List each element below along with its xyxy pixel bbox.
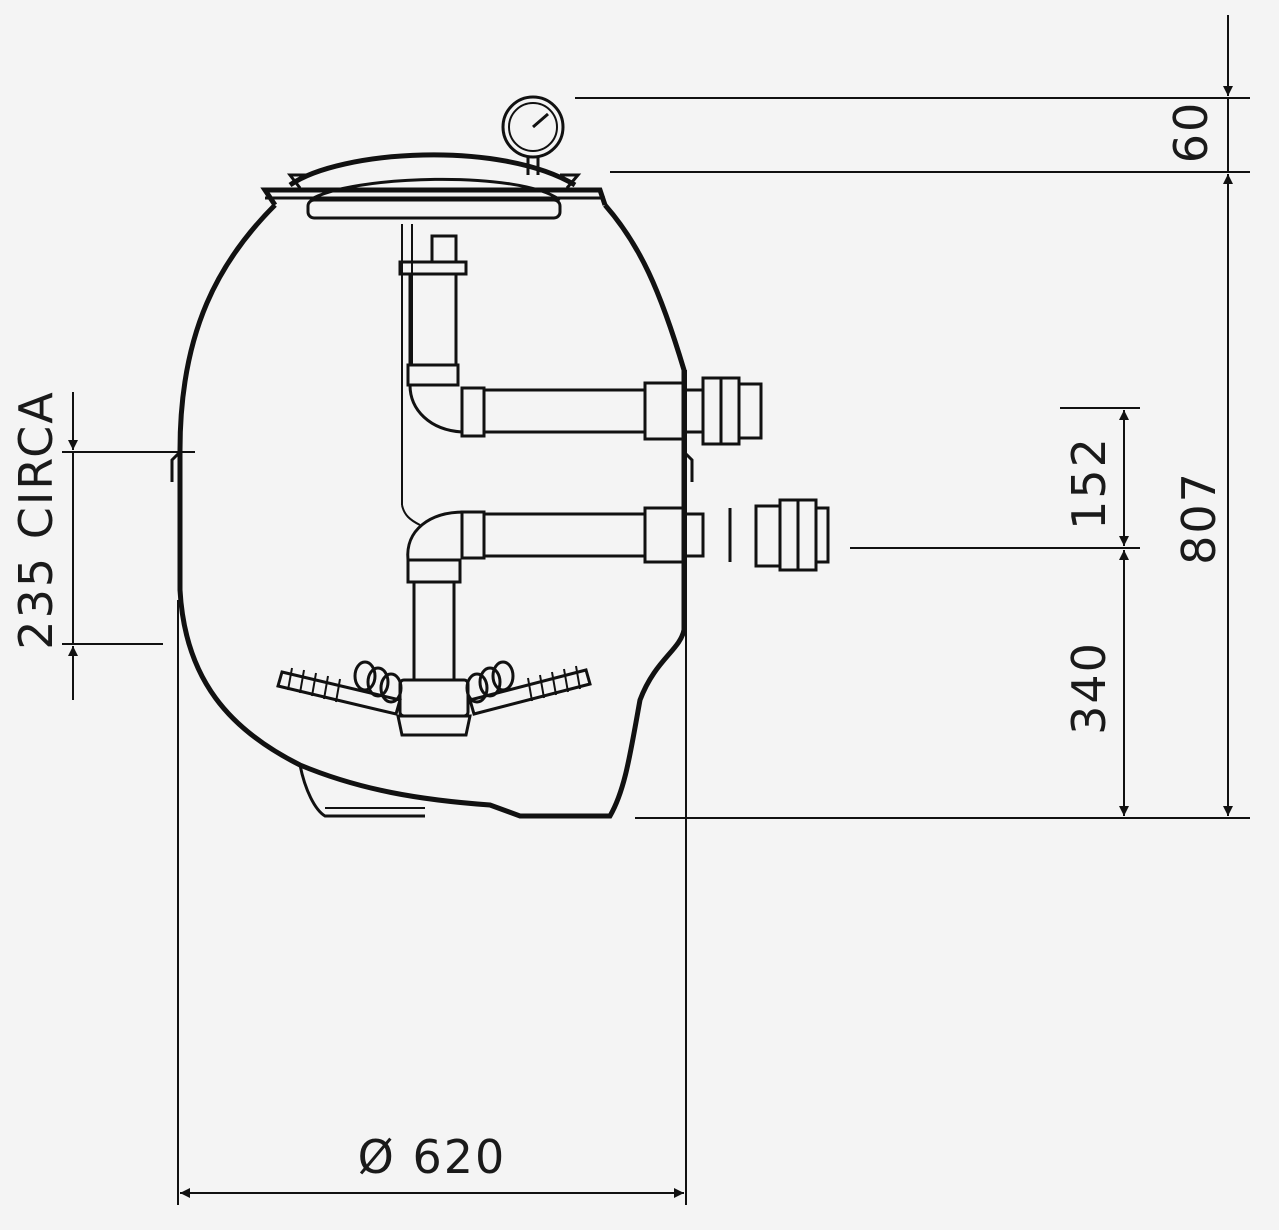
dimension-340-label: 340 bbox=[1062, 641, 1116, 735]
dimension-diameter-label: Ø 620 bbox=[358, 1130, 507, 1184]
lower-port bbox=[484, 498, 830, 572]
pressure-gauge-icon bbox=[501, 95, 565, 175]
dimension-lines bbox=[62, 15, 1250, 1205]
dimension-152-label: 152 bbox=[1062, 436, 1116, 530]
lateral-right bbox=[465, 660, 592, 716]
upper-port bbox=[484, 376, 763, 446]
lateral-left bbox=[276, 660, 403, 716]
dimension-60-label: 60 bbox=[1164, 101, 1218, 164]
dimension-807-label: 807 bbox=[1172, 471, 1226, 565]
dimension-235-circa-label: 235 CIRCA bbox=[9, 390, 63, 649]
internal-pipe bbox=[396, 224, 486, 737]
